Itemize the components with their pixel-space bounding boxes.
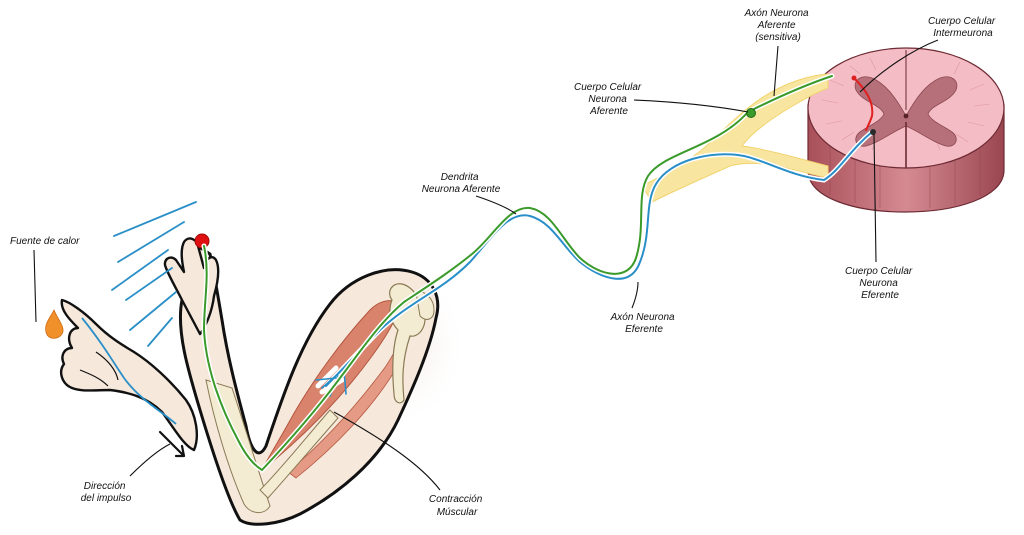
label-heat-source: Fuente de calor: [10, 236, 80, 247]
withdrawn-arm: [60, 298, 198, 452]
label-afferent-cell-body: Cuerpo Celular Neurona Aferente: [574, 82, 644, 117]
afferent-axon-line: [202, 75, 833, 472]
flame-icon: [45, 309, 64, 339]
label-afferent-axon: Axón Neurona Aferente (sensitiva): [744, 8, 812, 43]
nerve-root-sheath: [641, 73, 829, 203]
forearm-bones: [205, 379, 271, 513]
afferent-cell-body: [746, 108, 756, 118]
label-interneuron-cell-body: Cuerpo Celular Intermeurona: [928, 16, 998, 39]
impulse-direction-arrow: [158, 430, 186, 458]
spinal-cord: [807, 47, 1005, 213]
label-efferent-cell-body: Cuerpo Celular Neurona Eferente: [845, 266, 915, 301]
heat-waves: [111, 201, 197, 347]
label-afferent-dendrite: Dendrita Neurona Aferente: [422, 172, 501, 195]
label-muscle-contraction: Contracción Múscular: [429, 494, 485, 518]
leader-lines: [33, 39, 939, 491]
efferent-axon-line: [325, 131, 873, 387]
efferent-hand-branch: [81, 317, 177, 425]
efferent-cell-body: [870, 129, 876, 135]
label-efferent-axon: Axón Neurona Eferente: [610, 312, 678, 335]
label-impulse-direction: Dirección del impulso: [81, 481, 132, 504]
